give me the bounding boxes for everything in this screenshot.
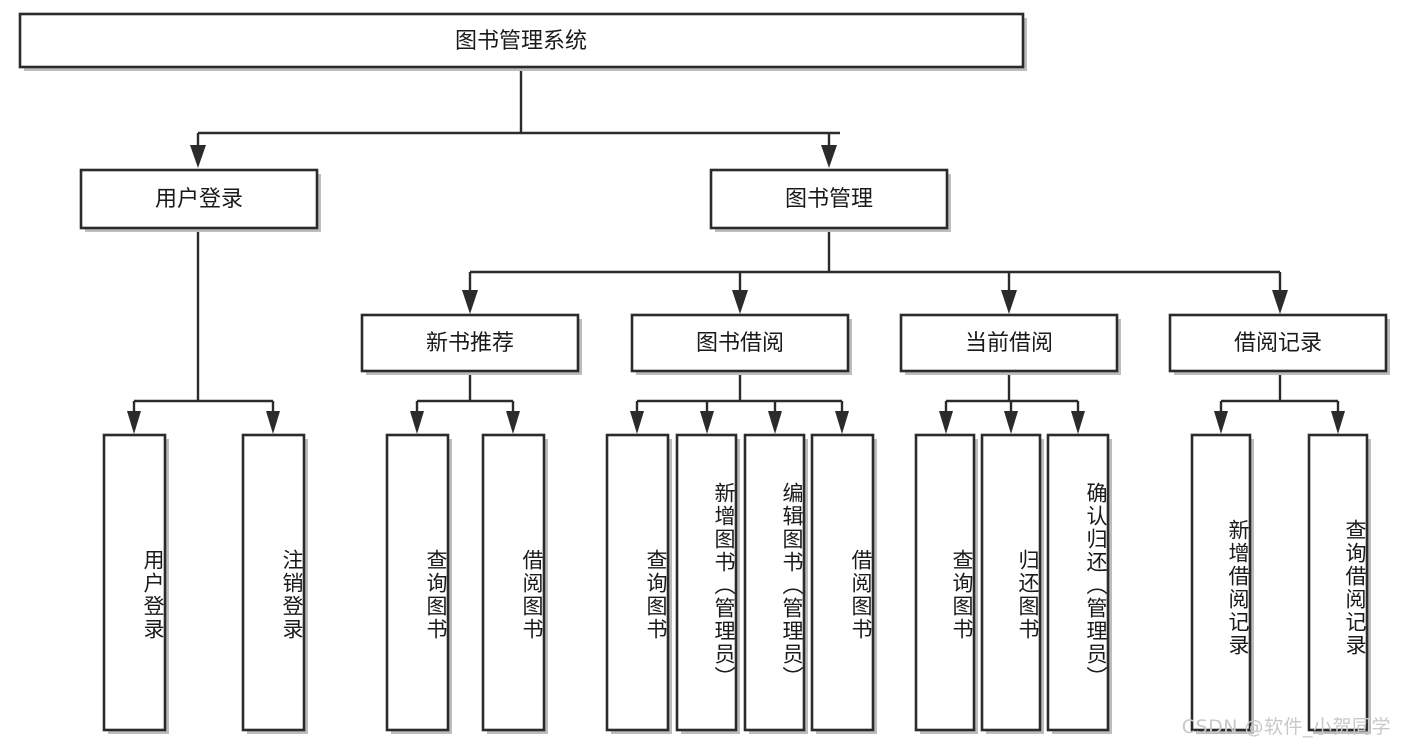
edge-group-borrow-to-leaves <box>630 375 849 434</box>
arrow-root-to-user-login <box>190 145 206 168</box>
arrow-bookmanage-to-current <box>1001 290 1017 314</box>
arrow-current-leaf-1 <box>939 411 953 434</box>
arrow-newbook-leaf-1 <box>410 411 424 434</box>
arrow-userlogin-leaf-1 <box>127 411 141 434</box>
new-book-label: 新书推荐 <box>426 331 514 356</box>
edge-group-current-to-leaves <box>939 375 1085 434</box>
leaf-box-book-borrow-4[interactable] <box>810 433 875 732</box>
csdn-watermark: CSDN @软件_小贺同学 <box>1181 716 1391 738</box>
user-login-label: 用户登录 <box>155 187 243 212</box>
leaf-box-borrow-record-2[interactable] <box>1307 433 1369 732</box>
leaf-group-borrow-record <box>1190 433 1371 734</box>
arrow-userlogin-leaf-2 <box>266 411 280 434</box>
edge-group-bookmanage-to-level2 <box>462 232 1288 314</box>
node-user-login[interactable]: 用户登录 <box>79 168 321 232</box>
leaf-box-user-login-2[interactable] <box>241 433 306 732</box>
edge-group-userlogin-to-leaves <box>127 232 280 434</box>
leaf-group-new-book <box>385 433 548 734</box>
node-book-borrow[interactable]: 图书借阅 <box>630 313 852 375</box>
arrow-bookmanage-to-record <box>1272 290 1288 314</box>
current-borrow-box[interactable] <box>899 313 1119 373</box>
arrow-borrow-leaf-1 <box>630 411 644 434</box>
arrow-bookmanage-to-new-book <box>462 290 478 314</box>
book-borrow-box[interactable] <box>630 313 850 373</box>
leaf-box-current-borrow-1[interactable] <box>914 433 976 732</box>
leaf-box-current-borrow-3[interactable] <box>1046 433 1110 732</box>
leaf-box-current-borrow-2[interactable] <box>980 433 1042 732</box>
current-borrow-label: 当前借阅 <box>965 331 1053 356</box>
edge-group-root-to-level1 <box>190 67 840 168</box>
node-borrow-record[interactable]: 借阅记录 <box>1168 313 1390 375</box>
arrow-borrow-leaf-3 <box>768 411 782 434</box>
borrow-record-box[interactable] <box>1168 313 1388 373</box>
book-manage-label: 图书管理 <box>785 187 873 212</box>
arrow-borrow-leaf-2 <box>700 411 714 434</box>
leaf-group-book-borrow <box>605 433 877 734</box>
root-label: 图书管理系统 <box>455 29 587 54</box>
new-book-box[interactable] <box>360 313 580 373</box>
root-box[interactable] <box>18 12 1025 69</box>
leaf-group-user-login <box>102 433 308 734</box>
arrow-current-leaf-2 <box>1004 411 1018 434</box>
user-login-box[interactable] <box>79 168 319 230</box>
leaf-box-book-borrow-2[interactable] <box>675 433 738 732</box>
edge-group-record-to-leaves <box>1214 375 1345 434</box>
arrow-record-leaf-2 <box>1331 411 1345 434</box>
arrow-borrow-leaf-4 <box>835 411 849 434</box>
node-root[interactable]: 图书管理系统 <box>18 12 1027 71</box>
leaf-box-user-login-1[interactable] <box>102 433 167 732</box>
leaf-box-book-borrow-3[interactable] <box>743 433 806 732</box>
arrow-record-leaf-1 <box>1214 411 1228 434</box>
borrow-record-label: 借阅记录 <box>1234 331 1322 356</box>
node-book-manage[interactable]: 图书管理 <box>709 168 951 232</box>
node-current-borrow[interactable]: 当前借阅 <box>899 313 1121 375</box>
book-manage-box[interactable] <box>709 168 949 230</box>
edge-group-newbook-to-leaves <box>410 375 520 434</box>
node-new-book-recommend[interactable]: 新书推荐 <box>360 313 582 375</box>
leaf-box-new-book-1[interactable] <box>385 433 450 732</box>
arrow-newbook-leaf-2 <box>506 411 520 434</box>
arrow-root-to-book-manage <box>821 145 837 168</box>
leaf-box-borrow-record-1[interactable] <box>1190 433 1252 732</box>
leaf-box-book-borrow-1[interactable] <box>605 433 670 732</box>
arrow-current-leaf-3 <box>1071 411 1085 434</box>
leaf-group-current-borrow <box>914 433 1112 734</box>
book-borrow-label: 图书借阅 <box>696 331 784 356</box>
leaf-box-new-book-2[interactable] <box>481 433 546 732</box>
arrow-bookmanage-to-borrow <box>732 290 748 314</box>
